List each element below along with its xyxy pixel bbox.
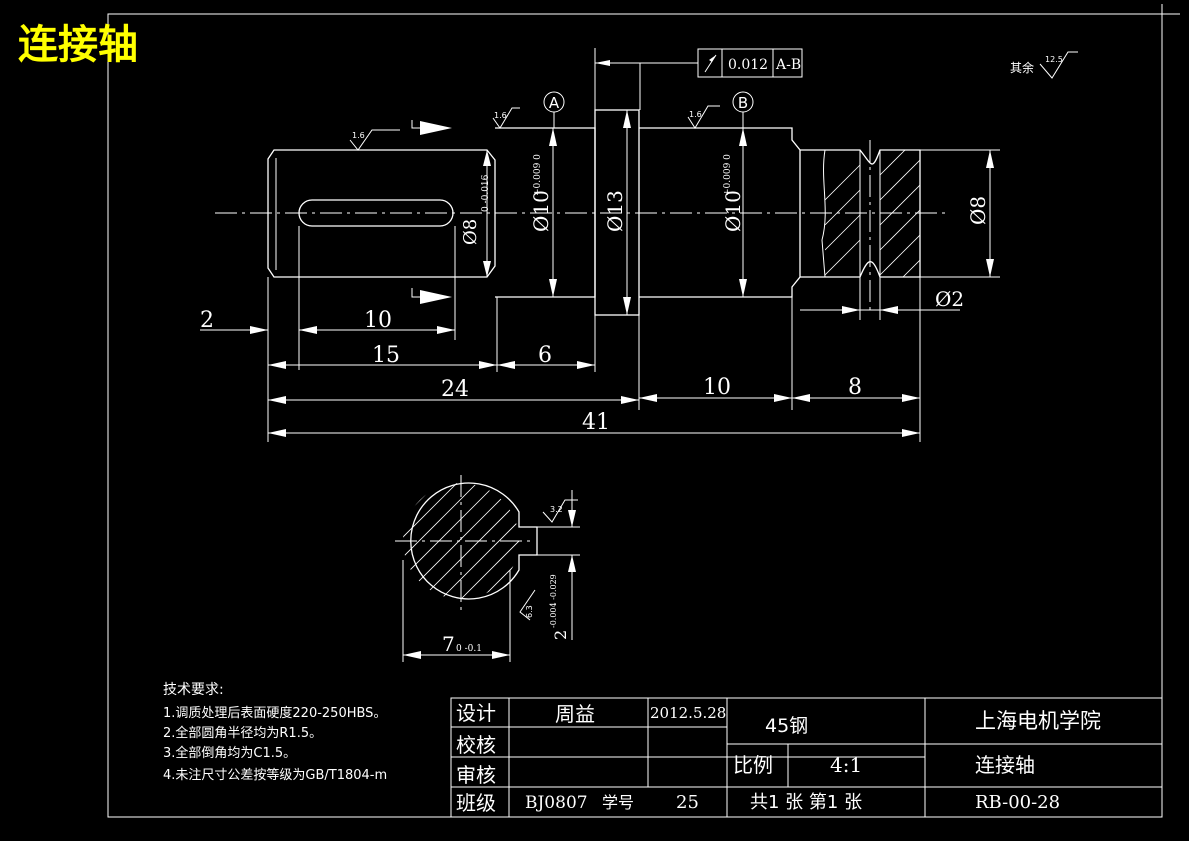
length-dimensions: 2 10 15 6 24 10 8 41 Ø2: [200, 287, 964, 437]
check-label: 校核: [456, 733, 496, 757]
extension-lines: [267, 226, 921, 442]
design-date: 2012.5.28: [650, 704, 726, 722]
datum-a: A: [543, 91, 565, 128]
roughness-icon: [519, 589, 536, 621]
dim-phi8-right: Ø8: [966, 196, 990, 225]
drawing-title: 连接轴: [18, 22, 138, 68]
school-name: 上海电机学院: [975, 709, 1101, 733]
svg-text:1.6: 1.6: [352, 131, 365, 140]
class-value: BJ0807: [525, 793, 588, 813]
roughness-other-value: 12.5: [1045, 55, 1063, 64]
svg-text:6.3: 6.3: [525, 605, 534, 618]
tech-item: 3.全部倒角均为C1.5。: [163, 745, 296, 761]
shaft-main-view: [215, 109, 945, 316]
dim-10: 10: [703, 375, 731, 400]
roughness-icon: [492, 107, 520, 129]
break-line: [821, 149, 826, 278]
review-label: 审核: [456, 763, 496, 787]
svg-text:B: B: [738, 94, 748, 112]
class-label: 班级: [456, 791, 496, 815]
student-number: 25: [676, 792, 699, 813]
tech-heading: 技术要求:: [163, 682, 224, 698]
dim-10-keyway: 10: [364, 308, 392, 333]
shaft-right-segment: [800, 149, 921, 278]
part-name: 连接轴: [975, 753, 1035, 777]
keyway-slot: [298, 199, 454, 227]
sheet-count: 共1 张 第1 张: [750, 792, 862, 813]
student-label: 学号: [602, 793, 634, 812]
section-outline: [410, 482, 538, 600]
dim-phi10-b-tol: +0.009 0: [723, 154, 733, 196]
dim-phi10-a-tol: +0.009 0: [533, 154, 543, 196]
dim-phi8-left-tol: 0 -0.016: [481, 174, 491, 212]
roughness-other-label: 其余: [1010, 60, 1034, 75]
shaft-bearing-b: [639, 127, 801, 298]
designer-name: 周益: [555, 702, 595, 726]
shaft-shoulder: [594, 109, 640, 316]
design-label: 设计: [456, 701, 496, 725]
tolerance-value: 0.012: [728, 57, 768, 73]
dim-2: 2: [200, 308, 214, 333]
dim-24: 24: [441, 377, 469, 402]
dim-41: 41: [582, 410, 610, 435]
drawing-frame: [107, 13, 1163, 818]
roughness-icon: [349, 129, 400, 151]
dim-phi10-b: Ø10: [721, 190, 745, 232]
scale-value: 4:1: [830, 753, 862, 777]
shaft-right-hatch: [825, 150, 920, 277]
tech-item: 1.调质处理后表面硬度220-250HBS。: [163, 705, 386, 721]
dim-15: 15: [372, 343, 400, 368]
tech-item: 2.全部圆角半径均为R1.5。: [163, 725, 322, 741]
roughness-icon: [687, 105, 720, 129]
tech-item: 4.未注尺寸公差按等级为GB/T1804-m: [163, 767, 387, 783]
roughness-icon: [542, 499, 578, 523]
title-block: 设计 周益 2012.5.28 45钢 上海电机学院 校核 比例 4:1 连接轴…: [450, 697, 1163, 818]
dim-8: 8: [848, 375, 862, 400]
svg-text:1.6: 1.6: [494, 111, 507, 120]
svg-text:3.2: 3.2: [550, 505, 563, 514]
dim-phi10-a: Ø10: [529, 190, 553, 232]
material: 45钢: [765, 715, 808, 737]
dim-phi8-left: Ø8: [460, 219, 481, 245]
dim-section-depth: 7: [442, 632, 455, 656]
dim-6: 6: [538, 343, 552, 368]
runout-tolerance-frame: 0.012 A-B: [594, 48, 803, 110]
dim-phi2: Ø2: [935, 287, 964, 311]
dim-phi13: Ø13: [603, 190, 627, 232]
dim-keyway-width-tol: -0.004 -0.029: [549, 574, 558, 628]
drawing-number: RB-00-28: [975, 792, 1060, 813]
scale-label: 比例: [733, 753, 773, 777]
dim-section-depth-tol: 0 -0.1: [456, 644, 482, 654]
datum-b: B: [732, 91, 754, 128]
roughness-icon: [1039, 51, 1078, 79]
frame-corner-mark: [1161, 4, 1180, 15]
svg-text:A: A: [549, 94, 560, 112]
section-view: 2 -0.004 -0.029 7 0 -0.1 3.2 6.3: [395, 475, 580, 662]
svg-text:1.6: 1.6: [689, 110, 702, 119]
section-cut-markers: [411, 120, 452, 304]
roughness-symbols: 1.6 1.6 1.6 其余 12.5: [349, 51, 1078, 151]
dim-keyway-width: 2: [551, 630, 570, 640]
tech-requirements: 技术要求: 1.调质处理后表面硬度220-250HBS。 2.全部圆角半径均为R…: [163, 682, 387, 783]
diameter-dimensions: Ø8 0 -0.016 Ø10 +0.009 0 Ø13 Ø10 +0.009 …: [460, 110, 1000, 315]
tolerance-ref: A-B: [775, 57, 801, 73]
